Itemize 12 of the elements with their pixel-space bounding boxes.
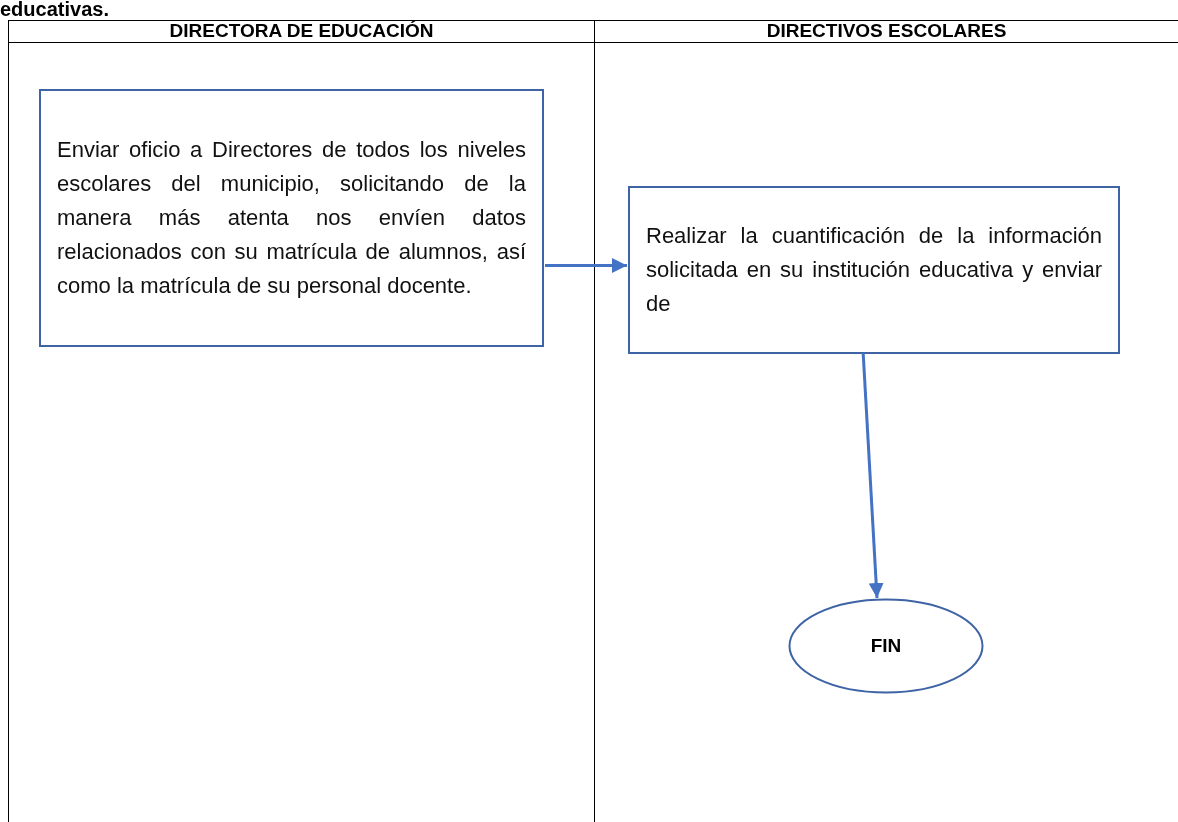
arrow [861, 352, 884, 599]
process-text: Enviar oficio a Directores de todos los niveles escolares del municipio, solicitando de la manera más atenta nos envíen datos relacionados con su matrícula de alumnos, así como la matrícula de su personal docente. [57, 136, 526, 300]
process-box [39, 89, 544, 347]
lane-header: DIRECTORA DE EDUCACIÓN [168, 21, 435, 41]
terminator-label: FIN [869, 635, 903, 657]
swimlane-column [8, 20, 594, 822]
heading-text: educativas. [0, 0, 109, 18]
swimlane-column [594, 20, 1178, 822]
process-text: Realizar la cuantificación de la información solicitada en su institución educativa y enviar de [646, 222, 1102, 318]
arrow [545, 258, 627, 273]
process-box [628, 186, 1120, 354]
lane-header: DIRECTIVOS ESCOLARES [765, 21, 1008, 41]
